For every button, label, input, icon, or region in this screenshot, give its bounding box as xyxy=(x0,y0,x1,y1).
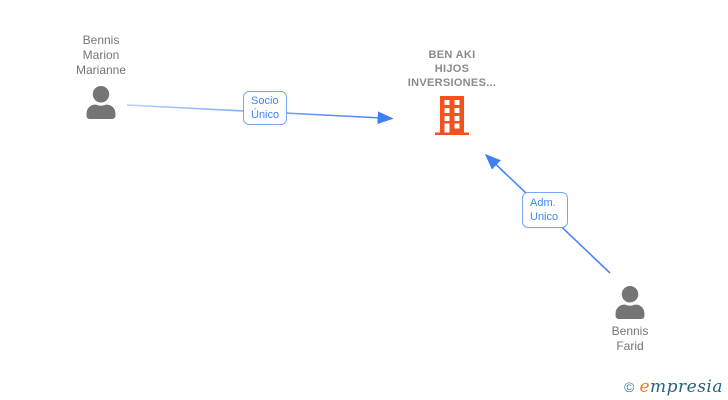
edge-label-socio-unico: Socio Único xyxy=(243,91,287,125)
node-person-bennis-marion-marianne[interactable]: Bennis Marion Marianne xyxy=(41,33,161,119)
empresia-logo-rest: mpresia xyxy=(650,377,723,397)
person-icon xyxy=(615,286,645,319)
edge-label-line: Unico xyxy=(530,211,559,223)
person-name-line: Bennis xyxy=(611,324,649,338)
person-name-line: Marion xyxy=(82,48,120,62)
company-name-line: BEN AKI xyxy=(428,49,476,61)
edge-label-line: Único xyxy=(251,109,280,121)
edge-label-adm-unico: Adm. Unico xyxy=(522,192,568,228)
person-name-line: Bennis xyxy=(82,33,120,47)
person-icon xyxy=(86,86,116,119)
node-company-ben-aki-hijos-inversiones[interactable]: BEN AKI HIJOS INVERSIONES... xyxy=(392,48,512,135)
company-name-line: HIJOS xyxy=(434,63,470,75)
company-name: BEN AKI HIJOS INVERSIONES... xyxy=(408,48,497,90)
person-name: Bennis Marion Marianne xyxy=(76,33,126,78)
empresia-logo-text: empresia xyxy=(639,377,723,397)
building-icon xyxy=(435,96,469,135)
company-name-line: INVERSIONES... xyxy=(407,77,497,89)
person-name-line: Farid xyxy=(616,339,644,353)
person-name-line: Marianne xyxy=(75,63,127,77)
empresia-logo-initial: e xyxy=(639,377,650,397)
empresia-watermark[interactable]: © empresia xyxy=(624,377,723,397)
edge-label-line: Adm. xyxy=(530,197,556,209)
copyright-icon: © xyxy=(624,379,635,395)
person-name: Bennis Farid xyxy=(612,324,649,354)
edge-label-line: Socio xyxy=(251,95,279,107)
node-person-bennis-farid[interactable]: Bennis Farid xyxy=(570,286,690,354)
